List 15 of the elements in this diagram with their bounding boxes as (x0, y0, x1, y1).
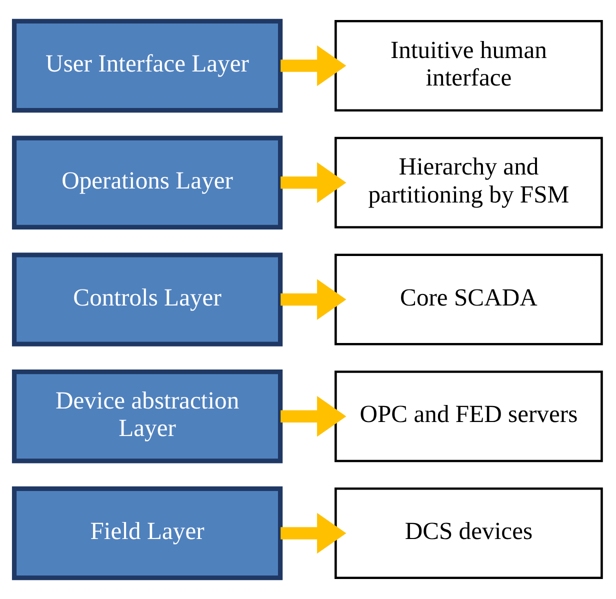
node-box: Hierarchy and partitioning by FSM (334, 136, 603, 228)
node-box: Intuitive human interface (334, 20, 603, 112)
arrow (280, 45, 346, 86)
node-box: Controls Layer (12, 252, 283, 346)
node-box: User Interface Layer (12, 18, 283, 113)
arrow (280, 279, 346, 320)
node-box: Operations Layer (12, 136, 283, 230)
node-box: DCS devices (334, 488, 603, 579)
arrow (280, 162, 346, 204)
arrow (280, 512, 346, 554)
node-box: OPC and FED servers (334, 370, 603, 462)
node-box: Core SCADA (334, 254, 603, 346)
node-box: Field Layer (12, 486, 283, 580)
arrow (280, 396, 346, 437)
node-box: Device abstraction Layer (12, 369, 283, 464)
